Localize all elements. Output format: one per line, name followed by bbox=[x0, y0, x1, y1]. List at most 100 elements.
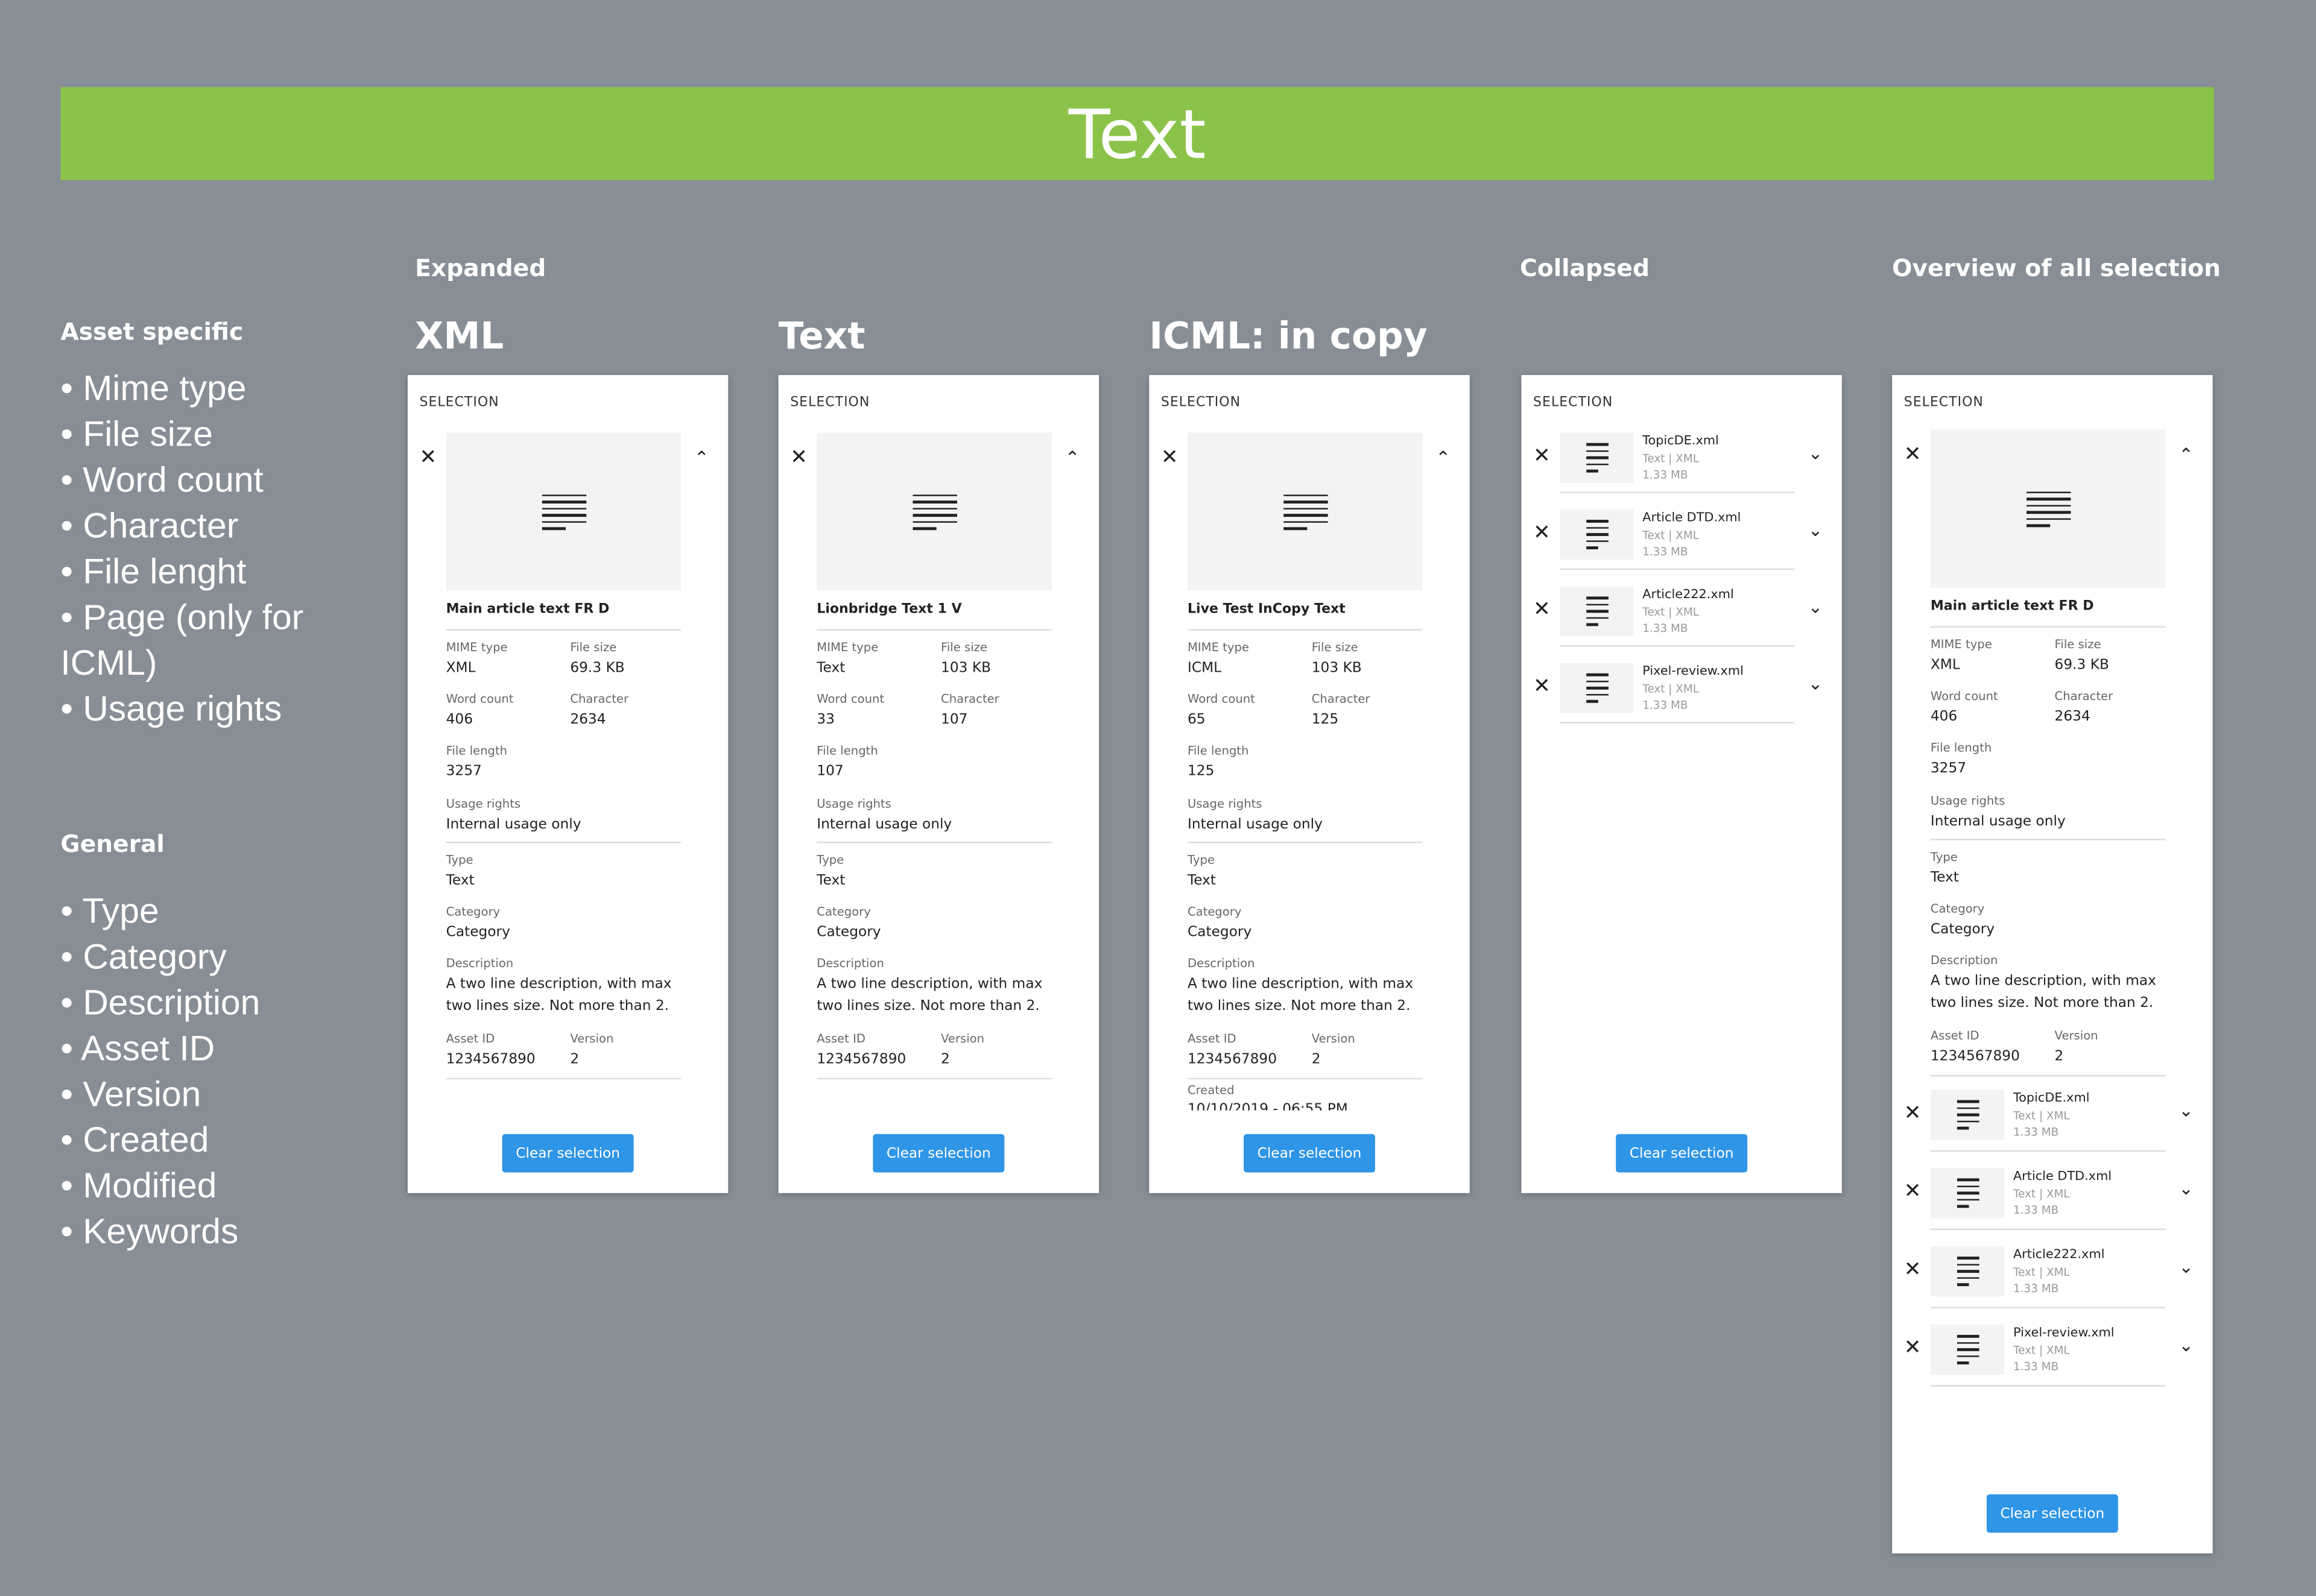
version-label: Version bbox=[1311, 1032, 1355, 1046]
close-icon[interactable]: ✕ bbox=[1903, 1336, 1922, 1360]
line-stroke bbox=[912, 520, 957, 523]
category-label: Category bbox=[1930, 902, 1985, 916]
asset-name: Live Test InCopy Text bbox=[1187, 602, 1346, 617]
close-icon[interactable]: ✕ bbox=[1903, 1101, 1922, 1126]
text-lines-icon bbox=[1956, 1178, 1979, 1208]
category-value: Category bbox=[1930, 921, 1995, 938]
close-icon[interactable]: ✕ bbox=[1533, 444, 1551, 468]
description-value: A two line description, with max two lin… bbox=[1930, 973, 2156, 1012]
line-stroke bbox=[1586, 597, 1608, 599]
line-stroke bbox=[1282, 514, 1327, 516]
clear-selection-button[interactable]: Clear selection bbox=[873, 1134, 1005, 1173]
text-lines-icon bbox=[1586, 597, 1608, 626]
asset-specific-heading: Asset specific bbox=[60, 317, 244, 346]
divider bbox=[1930, 1228, 2166, 1231]
text-lines-icon bbox=[1586, 520, 1608, 549]
file-size-value: 69.3 KB bbox=[2054, 657, 2109, 673]
chevron-down-icon[interactable]: ⌄ bbox=[2178, 1178, 2194, 1199]
usage-rights-label: Usage rights bbox=[1187, 797, 1262, 811]
clear-selection-button[interactable]: Clear selection bbox=[1986, 1494, 2118, 1533]
close-icon[interactable]: ✕ bbox=[1160, 446, 1179, 470]
chevron-up-icon[interactable]: ⌃ bbox=[2178, 444, 2194, 465]
character-value: 2634 bbox=[570, 711, 606, 728]
panel-title: SELECTION bbox=[790, 396, 870, 411]
mime-type-value: Text bbox=[817, 660, 846, 677]
divider bbox=[446, 629, 681, 631]
asset-id-label: Asset ID bbox=[1187, 1032, 1236, 1046]
word-count-value: 65 bbox=[1187, 711, 1206, 728]
asset-id-label: Asset ID bbox=[817, 1032, 865, 1046]
chevron-down-icon[interactable]: ⌄ bbox=[1808, 443, 1823, 464]
close-icon[interactable]: ✕ bbox=[1903, 1258, 1922, 1282]
line-stroke bbox=[1586, 470, 1598, 473]
line-stroke bbox=[1586, 617, 1608, 619]
close-icon[interactable]: ✕ bbox=[790, 446, 808, 470]
chevron-down-icon[interactable]: ⌄ bbox=[2178, 1100, 2194, 1121]
chevron-down-icon[interactable]: ⌄ bbox=[1808, 596, 1823, 617]
word-count-value: 406 bbox=[1930, 708, 1958, 725]
file-size-label: File size bbox=[570, 640, 617, 654]
close-icon[interactable]: ✕ bbox=[1903, 443, 1922, 467]
category-value: Category bbox=[817, 924, 881, 941]
close-icon[interactable]: ✕ bbox=[1533, 598, 1551, 622]
xml-heading: XML bbox=[415, 314, 504, 358]
line-stroke bbox=[1956, 1342, 1979, 1345]
line-stroke bbox=[1956, 1283, 1969, 1286]
line-stroke bbox=[1956, 1178, 1979, 1181]
asset-id-value: 1234567890 bbox=[1187, 1051, 1277, 1068]
description-label: Description bbox=[1930, 954, 1998, 968]
close-icon[interactable]: ✕ bbox=[1903, 1179, 1922, 1203]
word-count-value: 406 bbox=[446, 711, 473, 728]
close-icon[interactable]: ✕ bbox=[419, 446, 437, 470]
chevron-down-icon[interactable]: ⌄ bbox=[1808, 520, 1823, 541]
chevron-down-icon[interactable]: ⌄ bbox=[2178, 1334, 2194, 1356]
close-icon[interactable]: ✕ bbox=[1533, 675, 1551, 699]
line-stroke bbox=[1956, 1107, 1979, 1109]
asset-id-value: 1234567890 bbox=[1930, 1048, 2020, 1065]
usage-rights-value: Internal usage only bbox=[817, 816, 952, 833]
general-heading: General bbox=[60, 830, 165, 858]
bullet-item: • Created bbox=[60, 1120, 209, 1161]
line-stroke bbox=[1282, 494, 1327, 496]
description-value: A two line description, with max two lin… bbox=[446, 976, 672, 1015]
word-count-label: Word count bbox=[1930, 689, 1998, 703]
clear-selection-button[interactable]: Clear selection bbox=[1616, 1134, 1748, 1173]
line-stroke bbox=[1956, 1270, 1979, 1273]
word-count-label: Word count bbox=[446, 692, 514, 706]
list-item-size: 1.33 MB bbox=[1642, 698, 1688, 712]
clear-selection-button[interactable]: Clear selection bbox=[502, 1134, 634, 1173]
line-stroke bbox=[1586, 443, 1608, 446]
line-stroke bbox=[912, 507, 957, 509]
clear-selection-button[interactable]: Clear selection bbox=[1244, 1134, 1376, 1173]
chevron-up-icon[interactable]: ⌃ bbox=[1435, 447, 1451, 468]
close-icon[interactable]: ✕ bbox=[1533, 521, 1551, 545]
divider bbox=[1560, 491, 1795, 493]
usage-rights-value: Internal usage only bbox=[1187, 816, 1323, 833]
chevron-up-icon[interactable]: ⌃ bbox=[694, 447, 709, 468]
chevron-down-icon[interactable]: ⌄ bbox=[1808, 673, 1823, 695]
line-stroke bbox=[541, 507, 586, 509]
line-stroke bbox=[541, 500, 586, 503]
description-label: Description bbox=[1187, 956, 1255, 970]
chevron-up-icon[interactable]: ⌃ bbox=[1065, 447, 1080, 468]
line-stroke bbox=[541, 494, 586, 496]
type-label: Type bbox=[817, 853, 844, 867]
chevron-down-icon[interactable]: ⌄ bbox=[2178, 1257, 2194, 1278]
divider bbox=[1560, 568, 1795, 570]
line-stroke bbox=[1956, 1191, 1979, 1194]
list-item-size: 1.33 MB bbox=[1642, 544, 1688, 558]
list-item-meta: Text | XML bbox=[1642, 605, 1700, 619]
list-item-meta: Text | XML bbox=[1642, 528, 1700, 542]
